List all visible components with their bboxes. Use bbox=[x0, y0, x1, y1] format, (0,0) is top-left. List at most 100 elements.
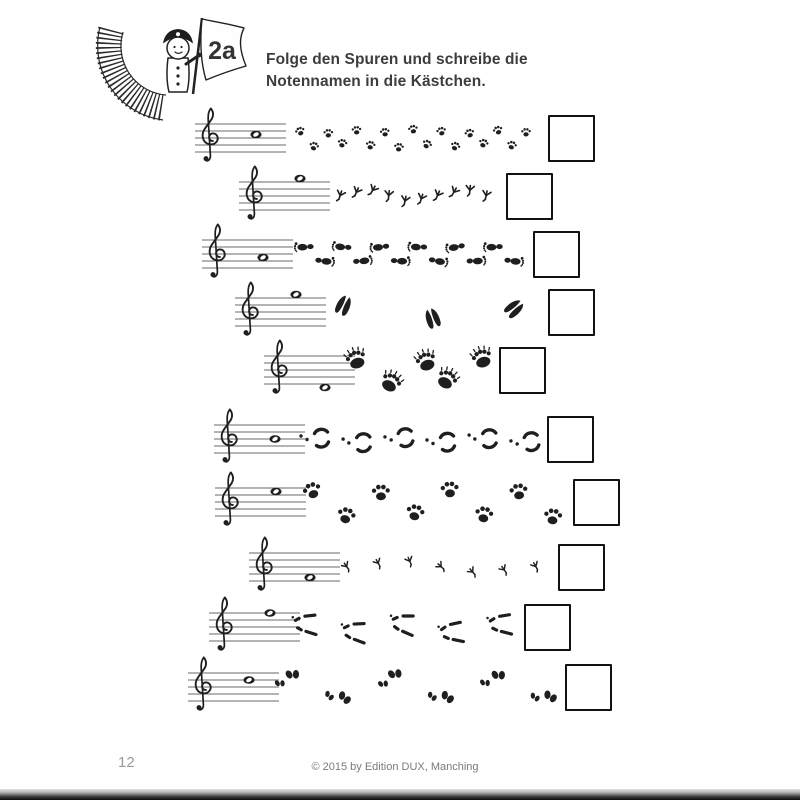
paw-print-icon bbox=[351, 125, 362, 135]
answer-box-2[interactable] bbox=[506, 172, 553, 220]
answer-box-3[interactable] bbox=[533, 230, 580, 278]
whole-note bbox=[319, 383, 331, 392]
staff-with-note bbox=[202, 223, 293, 279]
flag-icon: 2a bbox=[191, 17, 247, 95]
paw-print-icon bbox=[371, 484, 391, 501]
paw-print-icon bbox=[473, 505, 495, 524]
hoof-print-icon bbox=[422, 306, 443, 330]
cloven-print-icon bbox=[477, 667, 508, 688]
staff-with-note bbox=[264, 339, 355, 395]
bear-print-icon bbox=[432, 363, 463, 393]
treble-clef-icon bbox=[220, 408, 238, 464]
whole-note bbox=[290, 290, 302, 299]
foot-print-icon bbox=[504, 255, 525, 267]
page-bottom-edge bbox=[0, 789, 800, 800]
staff-with-note bbox=[239, 165, 330, 221]
foot-print-icon bbox=[444, 241, 466, 254]
staff-with-note bbox=[215, 471, 306, 527]
paw-print-icon bbox=[506, 139, 518, 151]
answer-box-6[interactable] bbox=[547, 415, 594, 463]
answer-box-9[interactable] bbox=[524, 603, 571, 651]
foot-print-icon bbox=[314, 255, 336, 267]
exercise-row-2 bbox=[0, 161, 800, 231]
hare-print-icon bbox=[338, 620, 367, 645]
paw-print-icon bbox=[543, 507, 563, 526]
crescent-print-icon bbox=[297, 427, 331, 449]
track-trail-bear bbox=[342, 342, 496, 396]
exercise-row-1 bbox=[0, 103, 800, 173]
bird-print-icon bbox=[466, 565, 480, 580]
treble-clef-icon bbox=[215, 596, 233, 652]
paw-print-icon bbox=[407, 124, 419, 135]
staff-with-note bbox=[188, 656, 279, 712]
cloven-print-icon bbox=[374, 665, 406, 690]
paw-print-icon bbox=[379, 127, 391, 138]
foot-print-icon bbox=[428, 255, 450, 268]
staff-with-note bbox=[214, 408, 305, 464]
bird-print-icon bbox=[340, 560, 354, 574]
answer-box-5[interactable] bbox=[499, 346, 546, 394]
bird-print-icon bbox=[464, 184, 476, 198]
whole-note bbox=[270, 487, 282, 496]
whole-note bbox=[250, 130, 262, 139]
paw-print-icon bbox=[301, 480, 324, 501]
cloven-print-icon bbox=[322, 683, 354, 710]
answer-box-10[interactable] bbox=[565, 663, 612, 711]
whole-note bbox=[294, 174, 306, 183]
bird-print-icon bbox=[404, 555, 417, 569]
bird-print-icon bbox=[446, 185, 461, 201]
whole-note bbox=[264, 609, 276, 617]
track-trail-paw bbox=[301, 480, 563, 526]
paw-print-icon bbox=[336, 138, 348, 149]
cloven-print-icon bbox=[528, 685, 560, 708]
exercise-label: 2a bbox=[208, 37, 237, 65]
exercise-row-8 bbox=[0, 532, 800, 602]
track-trail-cloven bbox=[271, 665, 560, 710]
foot-print-icon bbox=[352, 254, 374, 268]
whole-note bbox=[243, 676, 255, 684]
answer-box-4[interactable] bbox=[548, 288, 595, 336]
bird-print-icon bbox=[414, 192, 428, 207]
bear-print-icon bbox=[468, 342, 496, 371]
bear-print-icon bbox=[376, 366, 407, 396]
paw-print-icon bbox=[491, 124, 504, 136]
instruction-line-1: Folge den Spuren und schreibe die bbox=[266, 51, 528, 68]
foot-print-icon bbox=[407, 241, 428, 253]
answer-box-7[interactable] bbox=[573, 478, 620, 526]
staff-with-note bbox=[235, 281, 326, 337]
exercise-row-6 bbox=[0, 404, 800, 474]
paw-print-icon bbox=[521, 128, 531, 137]
paw-print-icon bbox=[463, 127, 476, 139]
treble-clef-icon bbox=[194, 656, 212, 712]
mascot-illustration: 2a bbox=[95, 17, 247, 121]
crescent-print-icon bbox=[338, 430, 373, 454]
paw-print-icon bbox=[323, 129, 334, 138]
paw-print-icon bbox=[308, 140, 320, 152]
crescent-print-icon bbox=[423, 431, 457, 453]
exercise-row-3 bbox=[0, 219, 800, 289]
whole-note bbox=[304, 573, 316, 582]
paw-print-icon bbox=[404, 502, 426, 523]
bird-print-icon bbox=[430, 188, 444, 204]
foot-print-icon bbox=[483, 242, 503, 253]
paw-print-icon bbox=[440, 481, 460, 498]
child-figure-icon bbox=[163, 29, 202, 93]
bird-print-icon bbox=[398, 194, 411, 209]
answer-box-8[interactable] bbox=[558, 543, 605, 591]
keyboard-fan-icon bbox=[95, 26, 167, 121]
foot-print-icon bbox=[293, 242, 314, 253]
instruction-line-2: Notennamen in die Kästchen. bbox=[266, 73, 486, 90]
bird-print-icon bbox=[383, 189, 395, 203]
answer-box-1[interactable] bbox=[548, 114, 595, 162]
paw-print-icon bbox=[449, 140, 462, 152]
foot-print-icon bbox=[466, 255, 487, 267]
bird-print-icon bbox=[434, 560, 449, 574]
bird-print-icon bbox=[349, 185, 363, 201]
whole-note bbox=[269, 435, 281, 443]
hoof-print-icon bbox=[333, 293, 354, 317]
whole-note bbox=[257, 253, 269, 262]
crescent-print-icon bbox=[381, 426, 415, 450]
hare-print-icon bbox=[289, 613, 318, 637]
staff-with-note bbox=[209, 596, 300, 652]
treble-clef-icon bbox=[241, 281, 259, 337]
